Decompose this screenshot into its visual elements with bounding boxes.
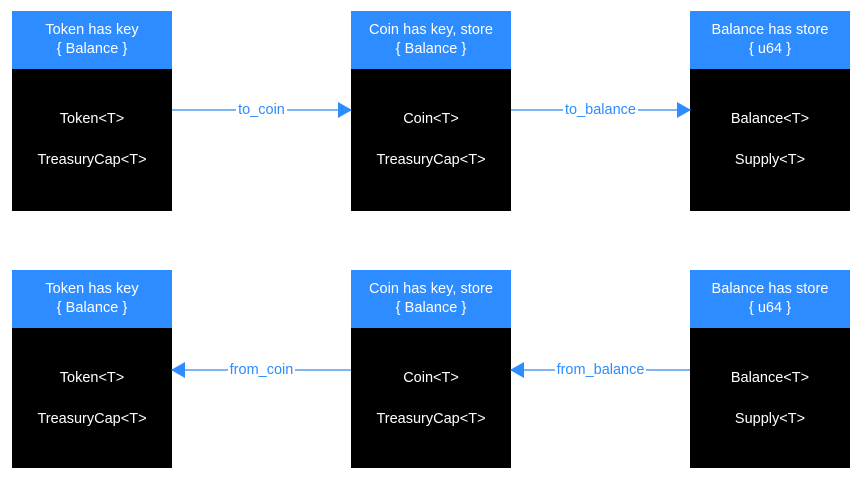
edge-to-coin: to_coin xyxy=(172,97,352,123)
node-header-token-bottom: Token has key { Balance } xyxy=(12,270,172,328)
node-token-top[interactable]: Token has key { Balance } Token<T> Treas… xyxy=(12,11,172,211)
node-header-line1: Coin has key, store xyxy=(369,22,493,39)
node-body-balance-bottom: Balance<T> Supply<T> xyxy=(690,328,850,468)
arrowhead-right-icon xyxy=(338,102,352,118)
node-header-line1: Token has key xyxy=(45,22,139,39)
node-balance-bottom[interactable]: Balance has store { u64 } Balance<T> Sup… xyxy=(690,270,850,468)
node-body-line2: TreasuryCap<T> xyxy=(37,411,147,427)
node-header-line1: Coin has key, store xyxy=(369,281,493,298)
node-header-line2: { Balance } xyxy=(56,300,128,316)
node-header-token-top: Token has key { Balance } xyxy=(12,11,172,69)
node-body-line1: Balance<T> xyxy=(730,111,810,127)
node-body-line2: TreasuryCap<T> xyxy=(376,152,486,168)
node-body-line1: Coin<T> xyxy=(403,111,459,127)
edge-label-from-balance: from_balance xyxy=(554,361,647,379)
node-body-line2: TreasuryCap<T> xyxy=(37,152,147,168)
node-coin-bottom[interactable]: Coin has key, store { Balance } Coin<T> … xyxy=(351,270,511,468)
node-body-line2: TreasuryCap<T> xyxy=(376,411,486,427)
arrowhead-left-icon xyxy=(171,362,185,378)
node-body-line1: Token<T> xyxy=(59,111,125,127)
node-header-line2: { Balance } xyxy=(56,41,128,57)
node-balance-top[interactable]: Balance has store { u64 } Balance<T> Sup… xyxy=(690,11,850,211)
node-header-balance-top: Balance has store { u64 } xyxy=(690,11,850,69)
node-header-line2: { u64 } xyxy=(748,41,792,57)
edge-to-balance: to_balance xyxy=(511,97,691,123)
edge-from-coin: from_coin xyxy=(171,357,351,383)
node-header-line1: Balance has store xyxy=(711,22,829,39)
node-header-line1: Token has key xyxy=(45,281,139,298)
node-body-balance-top: Balance<T> Supply<T> xyxy=(690,69,850,211)
node-header-coin-top: Coin has key, store { Balance } xyxy=(351,11,511,69)
node-header-line1: Balance has store xyxy=(711,281,829,298)
node-body-line2: Supply<T> xyxy=(734,152,806,168)
node-header-line2: { Balance } xyxy=(395,41,467,57)
node-body-coin-top: Coin<T> TreasuryCap<T> xyxy=(351,69,511,211)
arrowhead-right-icon xyxy=(677,102,691,118)
edge-label-from-coin: from_coin xyxy=(227,361,296,379)
node-header-coin-bottom: Coin has key, store { Balance } xyxy=(351,270,511,328)
node-body-line2: Supply<T> xyxy=(734,411,806,427)
node-header-line2: { Balance } xyxy=(395,300,467,316)
node-body-token-bottom: Token<T> TreasuryCap<T> xyxy=(12,328,172,468)
edge-from-balance: from_balance xyxy=(510,357,690,383)
node-body-token-top: Token<T> TreasuryCap<T> xyxy=(12,69,172,211)
node-body-line1: Balance<T> xyxy=(730,370,810,386)
edge-label-to-balance: to_balance xyxy=(563,101,638,119)
node-coin-top[interactable]: Coin has key, store { Balance } Coin<T> … xyxy=(351,11,511,211)
node-body-line1: Token<T> xyxy=(59,370,125,386)
node-body-line1: Coin<T> xyxy=(403,370,459,386)
arrowhead-left-icon xyxy=(510,362,524,378)
node-token-bottom[interactable]: Token has key { Balance } Token<T> Treas… xyxy=(12,270,172,468)
edge-label-to-coin: to_coin xyxy=(236,101,287,119)
node-body-coin-bottom: Coin<T> TreasuryCap<T> xyxy=(351,328,511,468)
node-header-line2: { u64 } xyxy=(748,300,792,316)
node-header-balance-bottom: Balance has store { u64 } xyxy=(690,270,850,328)
